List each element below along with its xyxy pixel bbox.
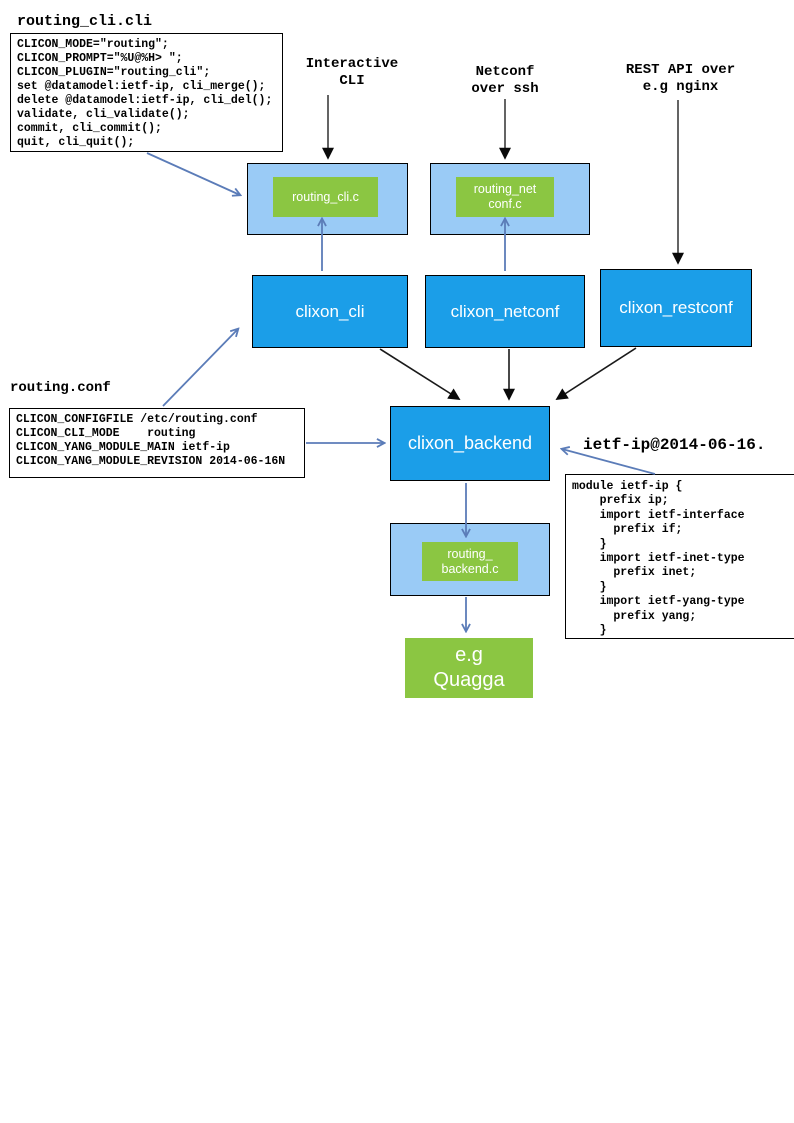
node-clixon-netconf: clixon_netconf <box>425 275 585 348</box>
container-routing-netconf-c: routing_net conf.c <box>430 163 590 235</box>
yang-file-code: module ietf-ip { prefix ip; import ietf-… <box>565 474 794 639</box>
node-quagga: e.g Quagga <box>405 638 533 698</box>
label-netconf-over-ssh: Netconf over ssh <box>471 64 539 97</box>
node-clixon-cli: clixon_cli <box>252 275 408 348</box>
label-interactive-cli: Interactive CLI <box>305 56 399 89</box>
cli-file-title: routing_cli.cli <box>17 13 153 30</box>
node-clixon-backend: clixon_backend <box>390 406 550 481</box>
arrow-cli-to-backend <box>379 348 461 400</box>
container-routing-backend-c: routing_ backend.c <box>390 523 550 596</box>
node-clixon-restconf: clixon_restconf <box>600 269 752 347</box>
node-routing-netconf-c: routing_net conf.c <box>456 177 554 217</box>
conf-file-title: routing.conf <box>10 380 111 396</box>
arrow-conf-to-clixoncli <box>162 329 238 407</box>
conf-file-code: CLICON_CONFIGFILE /etc/routing.conf CLIC… <box>9 408 305 478</box>
arrow-restconf-to-backend <box>555 347 637 400</box>
node-routing-backend-c: routing_ backend.c <box>422 542 518 581</box>
arrow-clifile-to-cli-plugin <box>146 152 240 195</box>
yang-file-title: ietf-ip@2014-06-16. <box>583 436 766 454</box>
label-rest-api: REST API over e.g nginx <box>625 62 736 95</box>
container-routing-cli-c: routing_cli.c <box>247 163 408 235</box>
node-routing-cli-c: routing_cli.c <box>273 177 378 217</box>
cli-file-code: CLICON_MODE="routing"; CLICON_PROMPT="%U… <box>10 33 283 152</box>
